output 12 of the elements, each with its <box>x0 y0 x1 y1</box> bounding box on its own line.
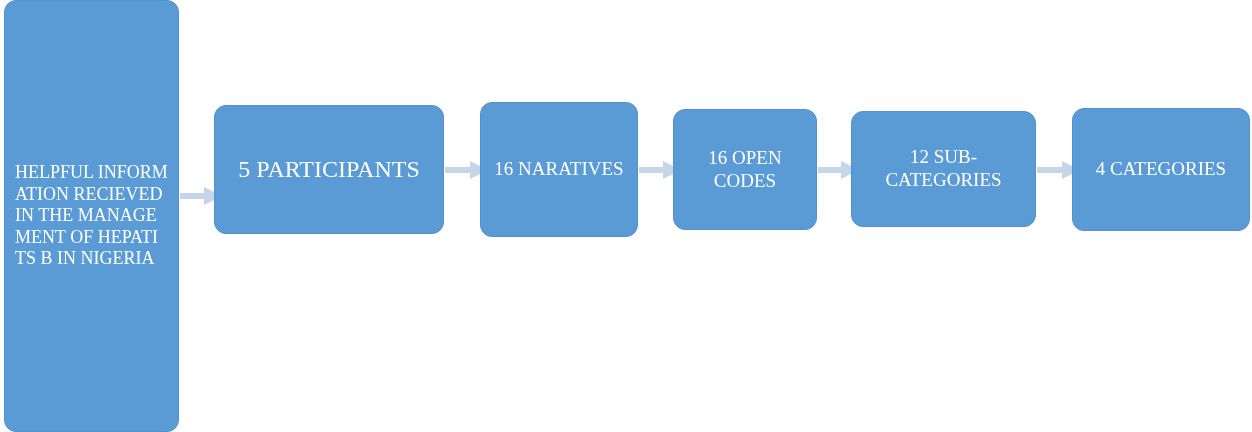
process-box <box>214 105 444 234</box>
box-label: 4 CATEGORIES <box>1095 158 1227 181</box>
box-label: 12 SUB- CATEGORIES <box>884 146 1003 192</box>
box-label: 16 OPEN CODES <box>707 146 783 193</box>
process-box <box>673 109 817 230</box>
box-label: HELPFUL INFORMATION RECIEVED IN THE MANAGEMENT OF HEPATITS B IN NIGERIA <box>15 162 168 270</box>
process-box <box>1072 108 1250 231</box>
box-label: 16 NARATIVES <box>494 158 624 181</box>
box-label: 5 PARTICIPANTS <box>238 155 420 184</box>
process-box <box>851 111 1036 227</box>
process-box <box>4 0 179 432</box>
process-box <box>480 102 638 237</box>
